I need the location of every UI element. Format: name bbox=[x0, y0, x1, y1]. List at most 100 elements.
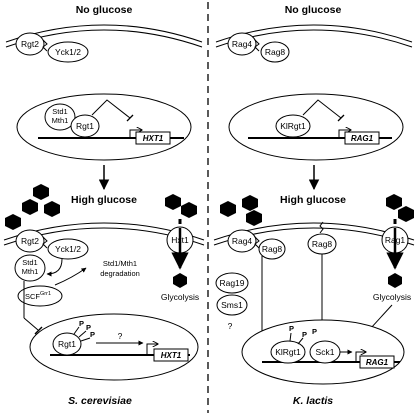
glucose-hexagon bbox=[246, 210, 262, 226]
right-top-klrgt1-repressor bbox=[275, 114, 311, 138]
left-std-inhibit-diag bbox=[23, 317, 39, 331]
right-top-repression-bar bbox=[337, 114, 345, 122]
right-phospho-label: P bbox=[302, 330, 307, 339]
right-top-rag8-kinase bbox=[260, 41, 290, 63]
right-top-rag1-gene bbox=[344, 131, 380, 145]
left-bottom-nucleus bbox=[29, 313, 199, 381]
left-bottom-std1-mth1 bbox=[14, 254, 46, 282]
right-bottom-linker bbox=[254, 236, 260, 249]
left-degradation-line2: degradation bbox=[100, 269, 140, 278]
left-bottom-yck-kinase bbox=[47, 238, 89, 260]
right-top-rag4-sensor bbox=[227, 32, 257, 56]
glucose-hexagon bbox=[181, 202, 197, 218]
left-top-linker bbox=[42, 39, 48, 52]
right-top-rag1-label: RAG1 bbox=[351, 134, 374, 143]
right-sck1-phospho-label: P bbox=[312, 327, 317, 336]
right-bottom-rag1-gene bbox=[359, 355, 395, 369]
left-top-repression-bar bbox=[126, 114, 134, 122]
right-rag8-free-linker bbox=[319, 221, 324, 234]
glucose-hexagon bbox=[398, 206, 414, 222]
right-unknown-mark: ? bbox=[228, 321, 233, 331]
left-top-rgt2-sensor bbox=[15, 32, 45, 56]
left-bottom-rgt1-label: Rgt1 bbox=[58, 339, 76, 349]
glucose-hexagon bbox=[173, 273, 187, 288]
right-top-linker bbox=[254, 39, 260, 52]
right-rag8-free-label: Rag8 bbox=[312, 239, 333, 249]
right-bottom-rag4-label: Rag4 bbox=[232, 236, 253, 246]
glucose-hexagon bbox=[220, 201, 236, 217]
right-top-klrgt1-label: KlRgt1 bbox=[280, 121, 306, 131]
left-species-label: S. cerevisiae bbox=[68, 395, 132, 407]
right-bottom-rag8-kinase bbox=[258, 238, 286, 260]
glucose-hexagon bbox=[388, 273, 402, 288]
left-top-std1-mth1 bbox=[44, 103, 76, 131]
right-bottom-rag4-sensor bbox=[227, 229, 257, 253]
right-rag19 bbox=[215, 272, 249, 294]
right-phospho-stick bbox=[289, 332, 292, 342]
right-top-repression-bracket bbox=[302, 99, 342, 119]
right-bottom-rag1-label: RAG1 bbox=[366, 358, 389, 367]
left-bottom-mth1-label: Mth1 bbox=[22, 267, 39, 276]
right-header-no-glucose: No glucose bbox=[285, 4, 342, 16]
right-bottom-promoter-arrow bbox=[355, 352, 366, 362]
right-sms1-label: Sms1 bbox=[221, 300, 243, 310]
left-phospho-stick bbox=[73, 326, 80, 335]
left-top-nucleus bbox=[16, 93, 192, 161]
left-panel: No glucose Rgt2 Yck1/2 Std1 Mth1 Rgt1 HX… bbox=[3, 4, 205, 407]
right-species-label: K. lactis bbox=[293, 395, 333, 407]
glucose-hexagon bbox=[33, 184, 49, 200]
left-yck-to-std-arrow bbox=[46, 258, 63, 277]
left-degradation-line1: Std1/Mth1 bbox=[103, 259, 137, 268]
left-top-hxt1-label: HXT1 bbox=[143, 134, 164, 143]
glucose-hexagon bbox=[242, 195, 258, 211]
left-bottom-rgt2-label: Rgt2 bbox=[21, 236, 39, 246]
right-sck1-label: Sck1 bbox=[316, 347, 335, 357]
right-top-nucleus bbox=[228, 93, 404, 161]
left-bottom-rgt2-sensor bbox=[15, 229, 45, 253]
left-top-mth1-label: Mth1 bbox=[52, 116, 69, 125]
left-top-repression-bracket bbox=[91, 99, 131, 119]
right-bottom-rag8-label: Rag8 bbox=[262, 244, 283, 254]
left-top-yck-label: Yck1/2 bbox=[55, 47, 81, 57]
right-sms1 bbox=[216, 294, 248, 316]
glucose-hexagon bbox=[5, 214, 21, 230]
right-bottom-klrgt1-label: KlRgt1 bbox=[275, 347, 301, 357]
left-top-std1-label: Std1 bbox=[52, 107, 67, 116]
left-bottom-rgt1-repressor bbox=[52, 332, 82, 356]
left-header-no-glucose: No glucose bbox=[76, 4, 133, 16]
glucose-hexagon bbox=[44, 201, 60, 217]
left-scf-label: SCFGrr1 bbox=[25, 291, 51, 301]
left-top-rgt2-label: Rgt2 bbox=[21, 39, 39, 49]
left-top-rgt1-label: Rgt1 bbox=[76, 121, 94, 131]
left-phospho-stick bbox=[78, 330, 87, 338]
left-top-rgt1-repressor bbox=[70, 114, 100, 138]
right-glycolysis-label: Glycolysis bbox=[373, 292, 411, 302]
left-bottom-hxt1-label: HXT1 bbox=[161, 351, 182, 360]
right-top-rag4-label: Rag4 bbox=[232, 39, 253, 49]
right-top-promoter-arrow bbox=[338, 130, 351, 138]
left-bottom-promoter-arrow bbox=[146, 344, 158, 355]
left-phospho-label: P bbox=[86, 323, 91, 332]
left-top-yck-kinase bbox=[47, 41, 89, 63]
right-bottom-klrgt1-repressor bbox=[270, 340, 306, 364]
right-header-high-glucose: High glucose bbox=[280, 194, 346, 206]
left-scf-to-degradation-arrow bbox=[54, 267, 87, 286]
left-std-inhibit-bar bbox=[34, 326, 43, 335]
left-phospho-label: P bbox=[79, 319, 84, 328]
right-phospho-stick bbox=[297, 337, 304, 345]
left-bottom-std1-label: Std1 bbox=[22, 258, 37, 267]
left-unknown-mark: ? bbox=[118, 331, 123, 341]
glucose-hexagon bbox=[165, 194, 181, 210]
glucose-hexagon bbox=[22, 199, 38, 215]
left-bottom-yck-label: Yck1/2 bbox=[55, 244, 81, 254]
left-scf-grr1 bbox=[17, 285, 63, 307]
glucose-hexagon bbox=[386, 194, 402, 210]
left-bottom-hxt1-gene bbox=[153, 348, 189, 362]
left-header-high-glucose: High glucose bbox=[71, 194, 137, 206]
right-panel: No glucose Rag4 Rag8 KlRgt1 RAG1 High gl… bbox=[213, 4, 415, 407]
left-phospho-stick bbox=[80, 337, 91, 342]
right-phospho-label: P bbox=[289, 324, 294, 333]
left-bottom-linker bbox=[42, 236, 48, 249]
left-phospho-label: P bbox=[90, 330, 95, 339]
